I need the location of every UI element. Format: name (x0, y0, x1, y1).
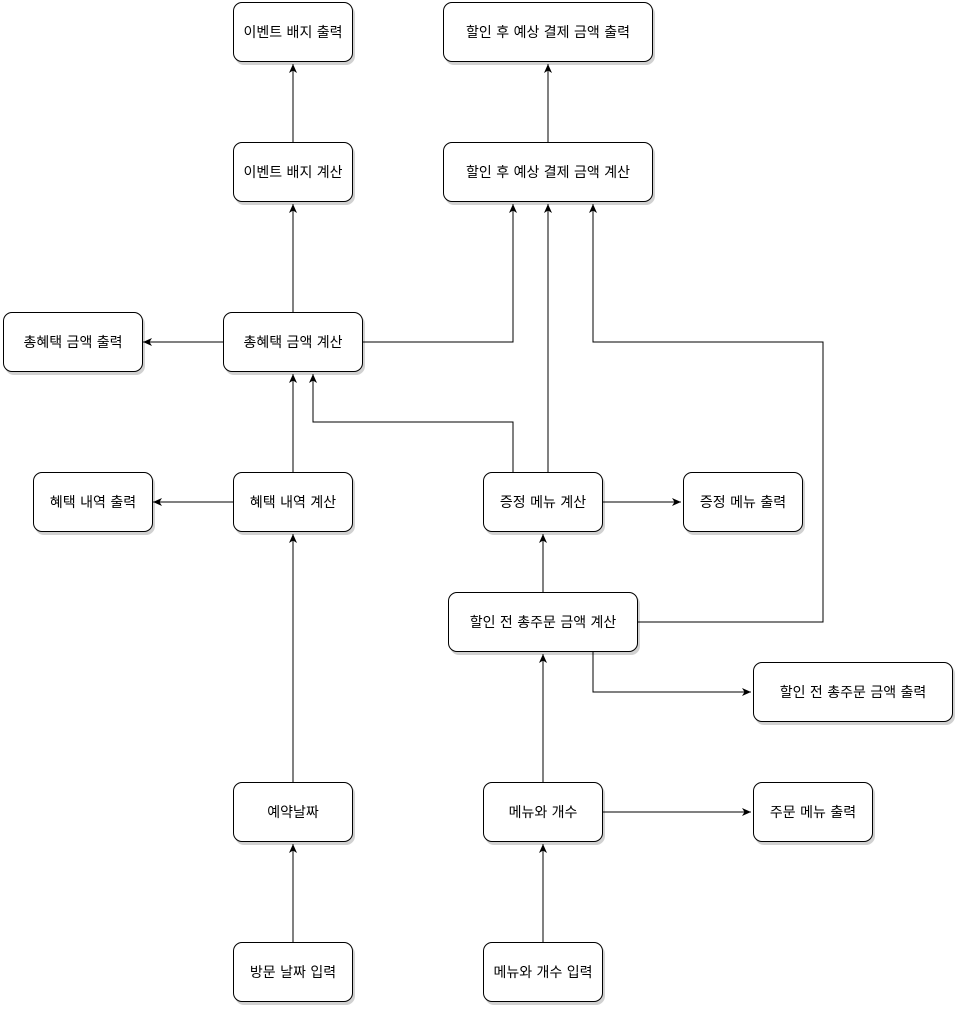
node-gift-menu-output: 증정 메뉴 출력 (683, 472, 803, 532)
node-reservation-date: 예약날짜 (233, 782, 353, 842)
node-label: 증정 메뉴 계산 (499, 495, 587, 511)
edge-pre-discount-total-calc-to-output (592, 652, 751, 696)
node-pre-discount-total-calc: 할인 전 총주문 금액 계산 (448, 592, 638, 652)
node-label: 이벤트 배지 계산 (243, 165, 343, 181)
node-menu-and-count: 메뉴와 개수 (483, 782, 603, 842)
node-total-benefit-output: 총혜택 금액 출력 (3, 312, 143, 372)
node-total-benefit-calc: 총혜택 금액 계산 (223, 312, 363, 372)
node-label: 총혜택 금액 출력 (23, 335, 123, 351)
node-visit-date-input: 방문 날짜 입력 (233, 942, 353, 1002)
node-label: 총혜택 금액 계산 (243, 335, 343, 351)
node-discounted-payment-calc: 할인 후 예상 결제 금액 계산 (443, 142, 653, 202)
node-menu-count-input: 메뉴와 개수 입력 (483, 942, 603, 1002)
node-label: 할인 전 총주문 금액 출력 (779, 685, 927, 701)
node-label: 할인 후 예상 결제 금액 계산 (466, 165, 630, 181)
node-label: 이벤트 배지 출력 (243, 25, 343, 41)
node-label: 메뉴와 개수 입력 (493, 965, 593, 981)
node-label: 할인 후 예상 결제 금액 출력 (466, 25, 630, 41)
edge-gift-menu-calc-to-total-benefit-calc (309, 374, 514, 472)
node-benefit-details-calc: 혜택 내역 계산 (233, 472, 353, 532)
node-order-menu-output: 주문 메뉴 출력 (753, 782, 873, 842)
node-discounted-payment-output: 할인 후 예상 결제 금액 출력 (443, 2, 653, 62)
node-label: 혜택 내역 계산 (249, 495, 337, 511)
node-label: 예약날짜 (267, 805, 319, 821)
node-label: 주문 메뉴 출력 (769, 805, 857, 821)
node-label: 할인 전 총주문 금액 계산 (469, 615, 617, 631)
node-label: 메뉴와 개수 (508, 805, 578, 821)
node-label: 혜택 내역 출력 (49, 495, 137, 511)
node-pre-discount-total-output: 할인 전 총주문 금액 출력 (753, 662, 953, 722)
edge-total-benefit-calc-to-discounted-payment-calc (363, 204, 517, 343)
node-label: 방문 날짜 입력 (249, 965, 337, 981)
node-gift-menu-calc: 증정 메뉴 계산 (483, 472, 603, 532)
node-benefit-details-output: 혜택 내역 출력 (33, 472, 153, 532)
node-event-badge-output: 이벤트 배지 출력 (233, 2, 353, 62)
node-event-badge-calc: 이벤트 배지 계산 (233, 142, 353, 202)
edge-pre-discount-total-calc-to-discounted-payment-calc (589, 204, 824, 623)
node-label: 증정 메뉴 출력 (699, 495, 787, 511)
